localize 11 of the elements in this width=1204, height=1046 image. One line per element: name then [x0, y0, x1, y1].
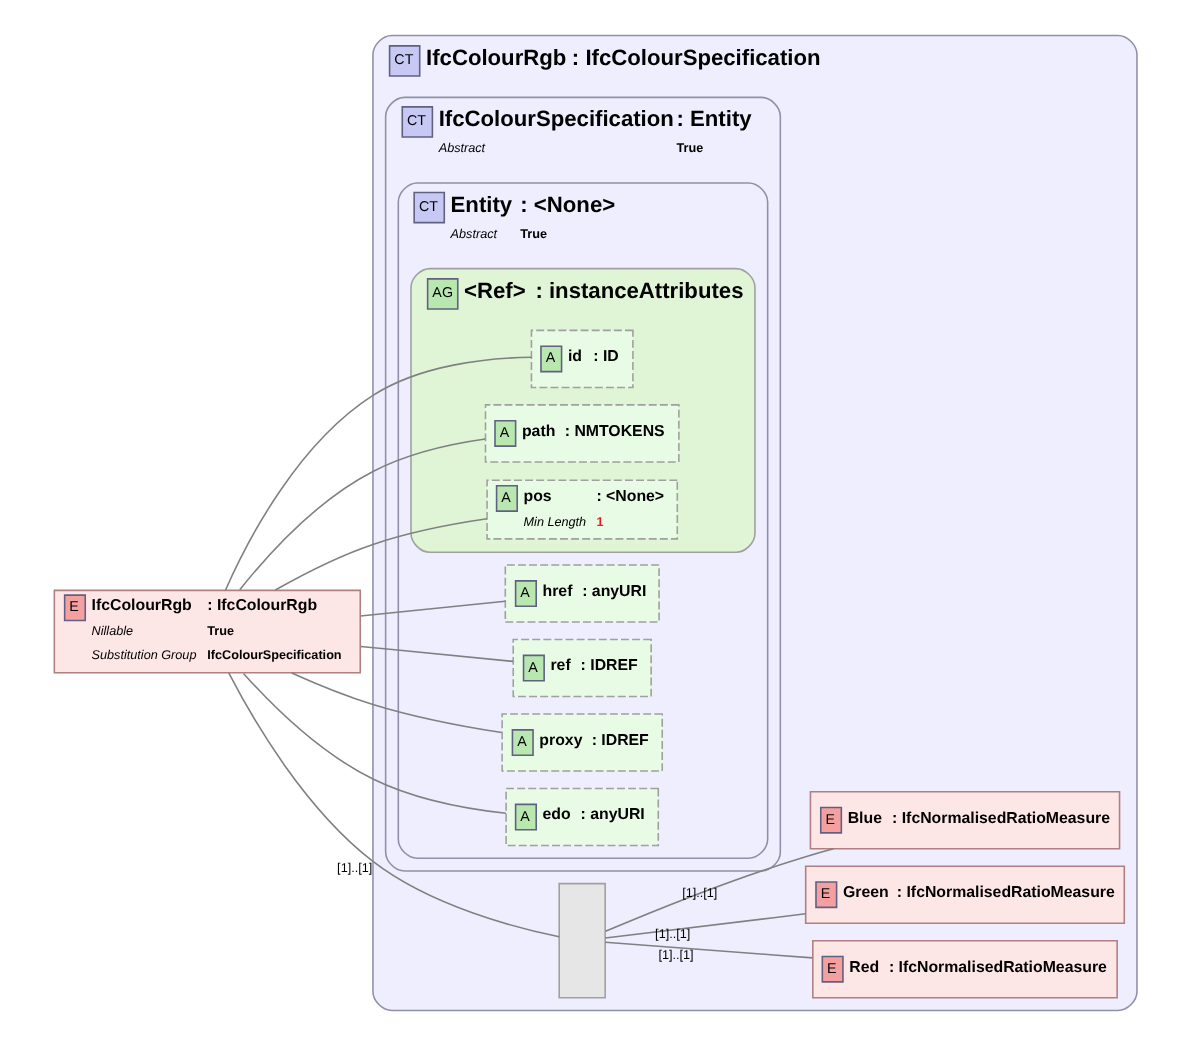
- connector: [290, 672, 503, 734]
- connector: [604, 941, 814, 959]
- connector: [224, 356, 533, 591]
- connector: [359, 645, 514, 663]
- node-box: [558, 882, 606, 999]
- connector: [242, 672, 507, 815]
- connector: [274, 517, 488, 591]
- connector: [227, 672, 560, 938]
- connector: [604, 913, 807, 939]
- connector: [359, 600, 506, 617]
- connector: [238, 438, 487, 591]
